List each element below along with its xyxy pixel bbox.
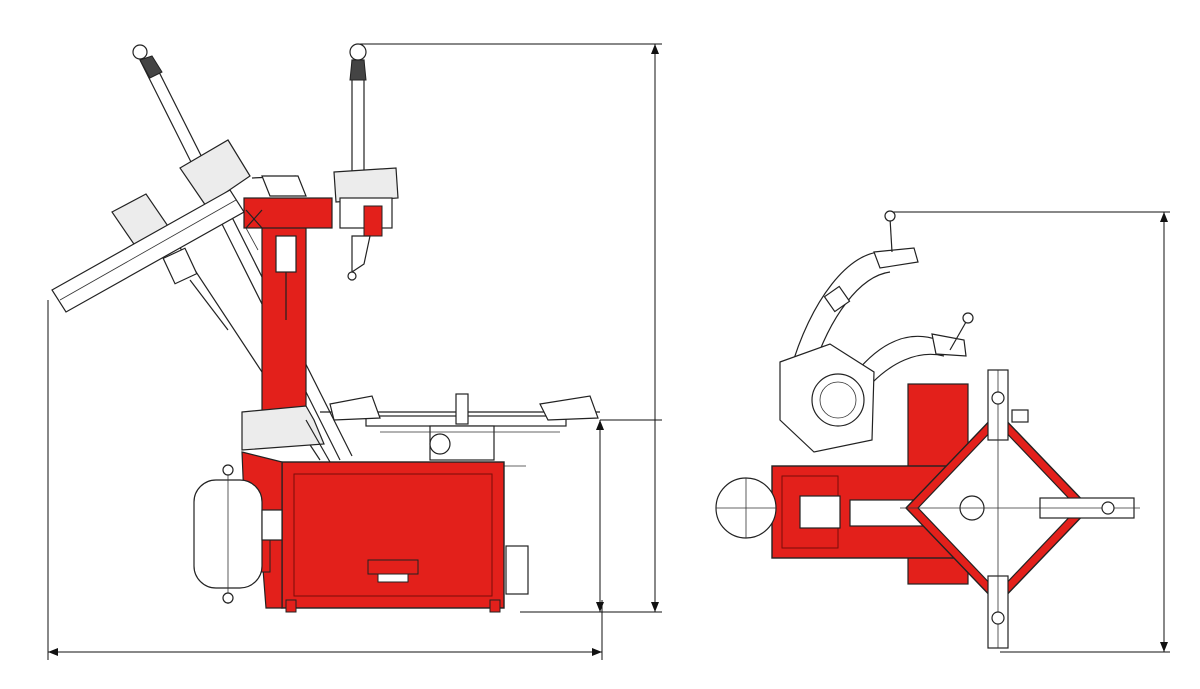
center-post <box>455 393 469 425</box>
upright-tower <box>243 197 333 413</box>
handle-head-upper <box>873 247 919 269</box>
handle-lower-stem <box>949 321 967 351</box>
side-elevation-view <box>47 43 662 660</box>
tower-column-inner <box>819 381 857 419</box>
top-view-dimensions <box>890 211 1170 653</box>
main-cabinet <box>241 451 529 613</box>
mount-tool-tip <box>347 271 357 281</box>
cabinet-foot-left <box>285 599 297 613</box>
handle-lower-knob <box>962 312 974 324</box>
turntable-side <box>320 393 600 467</box>
mount-head-housing <box>333 167 399 203</box>
shaft-knob <box>349 43 367 61</box>
tower-brace <box>245 209 263 229</box>
arrow-head <box>596 420 604 430</box>
arrow-head <box>596 602 604 612</box>
mount-head-red-block <box>363 205 383 237</box>
tilted-head-top <box>179 139 251 207</box>
top-plan-view <box>715 210 1170 653</box>
tilted-rod <box>189 279 229 331</box>
tilted-handle-grip <box>139 55 163 79</box>
jaw-top-pin <box>991 391 1005 405</box>
air-tank-bracket <box>261 509 283 541</box>
jaw-top-bolt <box>1011 409 1029 423</box>
shaft-grip <box>349 59 367 81</box>
pedal-bar <box>377 573 409 583</box>
tilted-cylinder <box>162 247 198 285</box>
tower-chain <box>245 227 259 251</box>
tower-pivot-box <box>799 495 841 529</box>
arrow-head <box>1160 212 1168 222</box>
swing-arc-outer <box>789 251 885 373</box>
cabinet-foot-right <box>489 599 501 613</box>
drive-wheel <box>429 433 451 455</box>
left-jaw <box>329 395 381 421</box>
tilted-column-outline <box>51 44 353 461</box>
jaw-bottom-pin <box>991 611 1005 625</box>
air-tank-valve <box>222 464 234 476</box>
air-tank <box>193 464 283 604</box>
tilted-arm-centerline <box>59 199 237 301</box>
jaw-right-pin <box>1101 501 1115 515</box>
cabinet-panel <box>293 473 493 597</box>
tilted-handle-knob <box>132 44 148 60</box>
air-tank-drain <box>222 592 234 604</box>
mount-head-assembly <box>333 43 399 281</box>
right-jaw <box>539 395 599 421</box>
arrow-head <box>651 44 659 54</box>
tower-base-cover <box>241 405 325 451</box>
tower-column <box>261 199 307 413</box>
arrow-head <box>651 602 659 612</box>
handle-head-lower <box>931 333 967 357</box>
arrow-head <box>1160 642 1168 652</box>
turntable-plan <box>900 369 1140 649</box>
tilted-column-edge <box>151 57 353 457</box>
cabinet-body <box>281 461 505 609</box>
tower-cylinder <box>275 235 297 273</box>
mount-tool <box>351 235 371 274</box>
tilted-column-edge <box>139 59 341 461</box>
arrow-head <box>48 648 58 656</box>
rear-valve-block <box>505 545 529 595</box>
arm-clamp <box>823 285 851 313</box>
tilted-head-bracket <box>261 175 307 197</box>
side-view-dimensions <box>47 43 662 660</box>
arrow-head <box>592 648 602 656</box>
handle-upper-knob <box>884 210 896 222</box>
swing-arm-positions <box>789 210 974 395</box>
handle-upper-stem <box>889 217 893 253</box>
pedal-housing <box>367 559 419 575</box>
cover-edge <box>305 419 331 463</box>
